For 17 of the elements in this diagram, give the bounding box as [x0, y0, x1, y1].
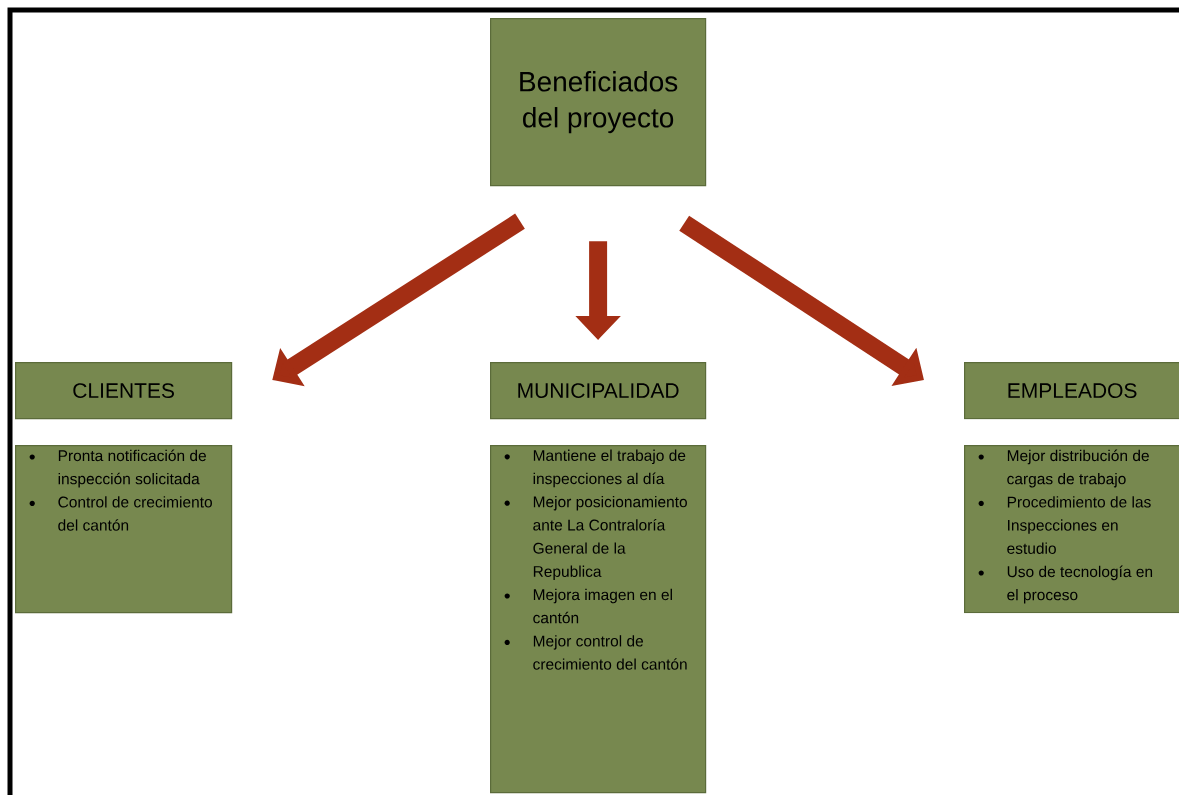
list-item: Mejor posicionamiento ante La Contraloría General de la Republica: [533, 496, 687, 581]
list-item: Mantiene el trabajo de inspecciones al día: [533, 449, 686, 488]
list-box: [964, 445, 1179, 614]
list-box: [15, 445, 233, 614]
list-item: Control de crecimiento del cantón: [58, 496, 212, 531]
list-item: Mejor control de crecimiento del cantón: [533, 635, 687, 670]
list-item: Pronta notificación de inspección solicitada: [58, 449, 206, 488]
heading-box: MUNICIPALIDAD: [490, 362, 707, 420]
title-box: Beneficiados del proyecto: [490, 18, 707, 187]
list-item: Mejora imagen en el cantón: [533, 588, 672, 624]
heading-box: CLIENTES: [15, 362, 233, 420]
list-item: Mejor distribución de cargas de trabajo: [1007, 449, 1149, 488]
list-item: Uso de tecnología en el proceso: [1007, 565, 1153, 604]
heading-box: EMPLEADOS: [964, 362, 1179, 420]
block-arrow: [272, 213, 525, 387]
list-item: Procedimiento de las Inspecciones en estudio: [1007, 496, 1151, 554]
list-box: [490, 445, 707, 794]
